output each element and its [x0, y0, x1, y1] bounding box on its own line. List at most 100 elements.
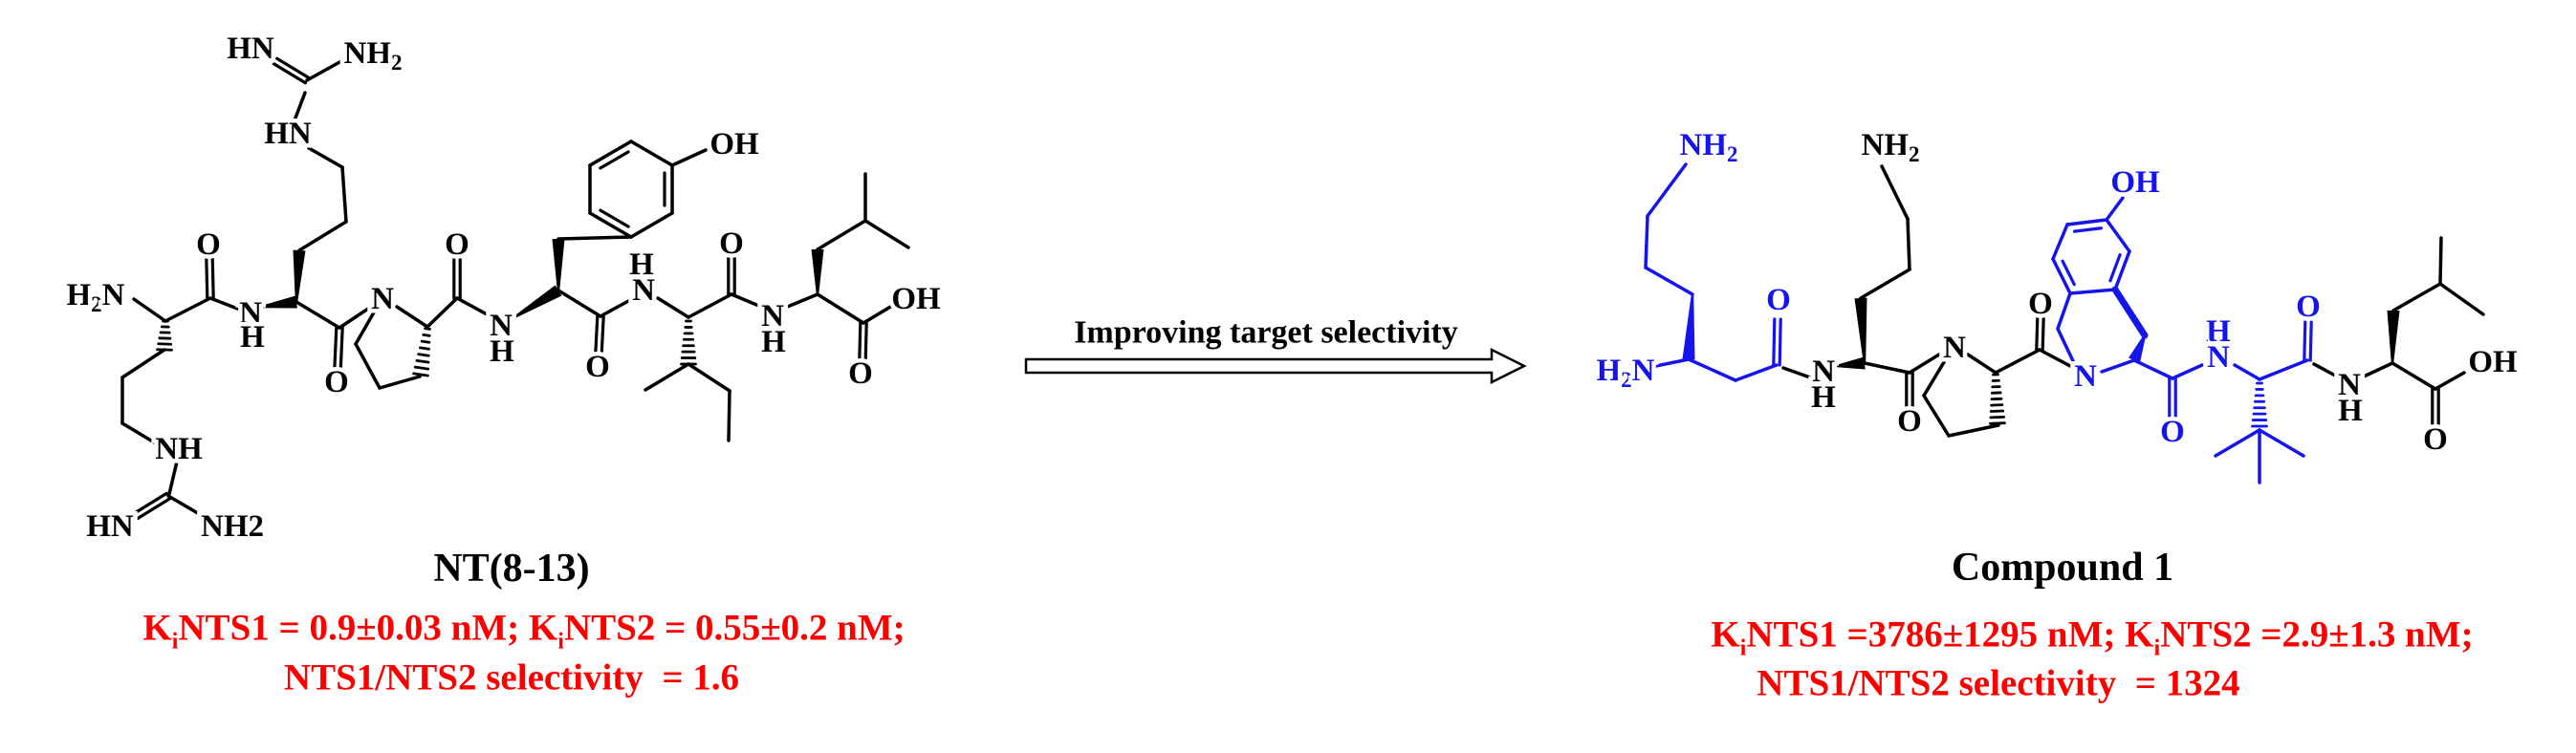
- atom-label: O: [196, 227, 221, 262]
- bond: [863, 219, 910, 249]
- bond: [1989, 421, 2006, 425]
- atom-label: N: [1812, 355, 1835, 389]
- bond: [2438, 282, 2485, 316]
- bond: [2390, 361, 2437, 391]
- bond: [1863, 361, 1911, 375]
- bond: [816, 292, 865, 325]
- bond: [2362, 361, 2394, 378]
- bond: [629, 140, 674, 167]
- reaction-arrow-icon: [1024, 347, 1527, 385]
- atom-label: O: [2296, 290, 2321, 324]
- atom-label: OH: [891, 282, 941, 316]
- right-ki-values: KiNTS1 =3786±1295 nM; KiNTS2 =2.9±1.3 nM…: [1711, 613, 2474, 661]
- bond: [2391, 282, 2442, 312]
- bond: [599, 150, 630, 170]
- bond: [2108, 252, 2122, 283]
- bond: [858, 321, 862, 362]
- bond: [2312, 362, 2339, 378]
- atom-label: N: [632, 273, 655, 308]
- bond: [2233, 363, 2261, 381]
- bond: [1880, 164, 1910, 221]
- bond: [167, 460, 179, 496]
- wedge-bond: [2128, 334, 2147, 363]
- bond: [2065, 218, 2108, 226]
- bond: [557, 235, 633, 241]
- bond: [307, 146, 344, 169]
- bond: [600, 314, 605, 355]
- atom-label: H: [2338, 394, 2363, 428]
- bond: [2303, 320, 2307, 362]
- bond: [2113, 249, 2131, 291]
- bond: [420, 339, 431, 344]
- bond: [2072, 226, 2104, 233]
- wedge-bond: [261, 295, 297, 309]
- atom-label: NH: [155, 432, 203, 466]
- atom-label: NH2: [201, 509, 264, 544]
- bond: [588, 140, 633, 167]
- atom-label: H: [629, 247, 654, 282]
- atom-label: H2N: [1596, 354, 1654, 392]
- wedge-bond: [293, 249, 306, 303]
- bond: [1649, 357, 1691, 369]
- bond: [599, 298, 632, 318]
- bond: [120, 348, 166, 379]
- bond: [594, 314, 600, 355]
- bond: [2068, 288, 2117, 295]
- atom-label: O: [1897, 404, 1922, 439]
- bond: [2051, 257, 2072, 295]
- bond: [656, 296, 690, 319]
- bond: [1906, 217, 1911, 271]
- bond: [599, 208, 630, 228]
- left-ki-values: KiNTS1 = 0.9±0.03 nM; KiNTS2 = 0.55±0.2 …: [142, 607, 906, 655]
- bond: [136, 497, 172, 521]
- bond: [2434, 371, 2466, 391]
- atom-label: N: [761, 299, 784, 333]
- atom-label: O: [2423, 422, 2448, 457]
- bond: [1646, 162, 1688, 218]
- atom-label: O: [2160, 415, 2185, 449]
- bond: [164, 296, 212, 323]
- bond: [413, 365, 430, 371]
- bond: [2100, 358, 2136, 374]
- bond: [340, 165, 348, 224]
- atom-label: NH2: [1862, 128, 1920, 166]
- bond: [863, 321, 868, 362]
- bond: [354, 311, 376, 346]
- atom-label: N: [490, 309, 513, 343]
- bond: [455, 296, 491, 317]
- atom-label: O: [2028, 287, 2053, 321]
- left-selectivity-value: NTS1/NTS2 selectivity = 1.6: [283, 656, 740, 699]
- bond: [2061, 259, 2076, 287]
- bond: [305, 59, 343, 82]
- atom-label: OH: [709, 127, 759, 161]
- atom-label: N: [371, 282, 394, 316]
- bond: [2308, 320, 2313, 362]
- wedge-bond: [2387, 310, 2400, 364]
- atom-label: N: [2338, 368, 2361, 402]
- bond: [1947, 423, 2000, 438]
- bond: [1989, 415, 2006, 420]
- bond: [354, 342, 382, 390]
- bond: [2038, 348, 2072, 368]
- atom-label: O: [585, 350, 610, 384]
- atom-label: OH: [2468, 345, 2518, 379]
- wedge-bond: [552, 239, 565, 290]
- wedge-bond: [811, 249, 824, 294]
- atom-label: O: [324, 365, 349, 399]
- bond: [415, 359, 430, 364]
- bond: [1922, 394, 1951, 438]
- bond: [295, 300, 341, 330]
- bond: [2051, 223, 2069, 261]
- atom-label: HN: [264, 117, 312, 151]
- right-selectivity-value: NTS1/NTS2 selectivity = 1324: [1757, 662, 2240, 704]
- bond: [644, 362, 690, 392]
- right-compound-title: Compound 1: [1951, 546, 2174, 591]
- bond: [1994, 348, 2041, 375]
- bond: [132, 297, 167, 323]
- arrow-label: Improving target selectivity: [1074, 314, 1458, 351]
- bond: [1778, 317, 1782, 367]
- atom-label: H: [761, 325, 786, 359]
- atom-label: O: [1766, 283, 1791, 317]
- bond: [1966, 353, 1997, 375]
